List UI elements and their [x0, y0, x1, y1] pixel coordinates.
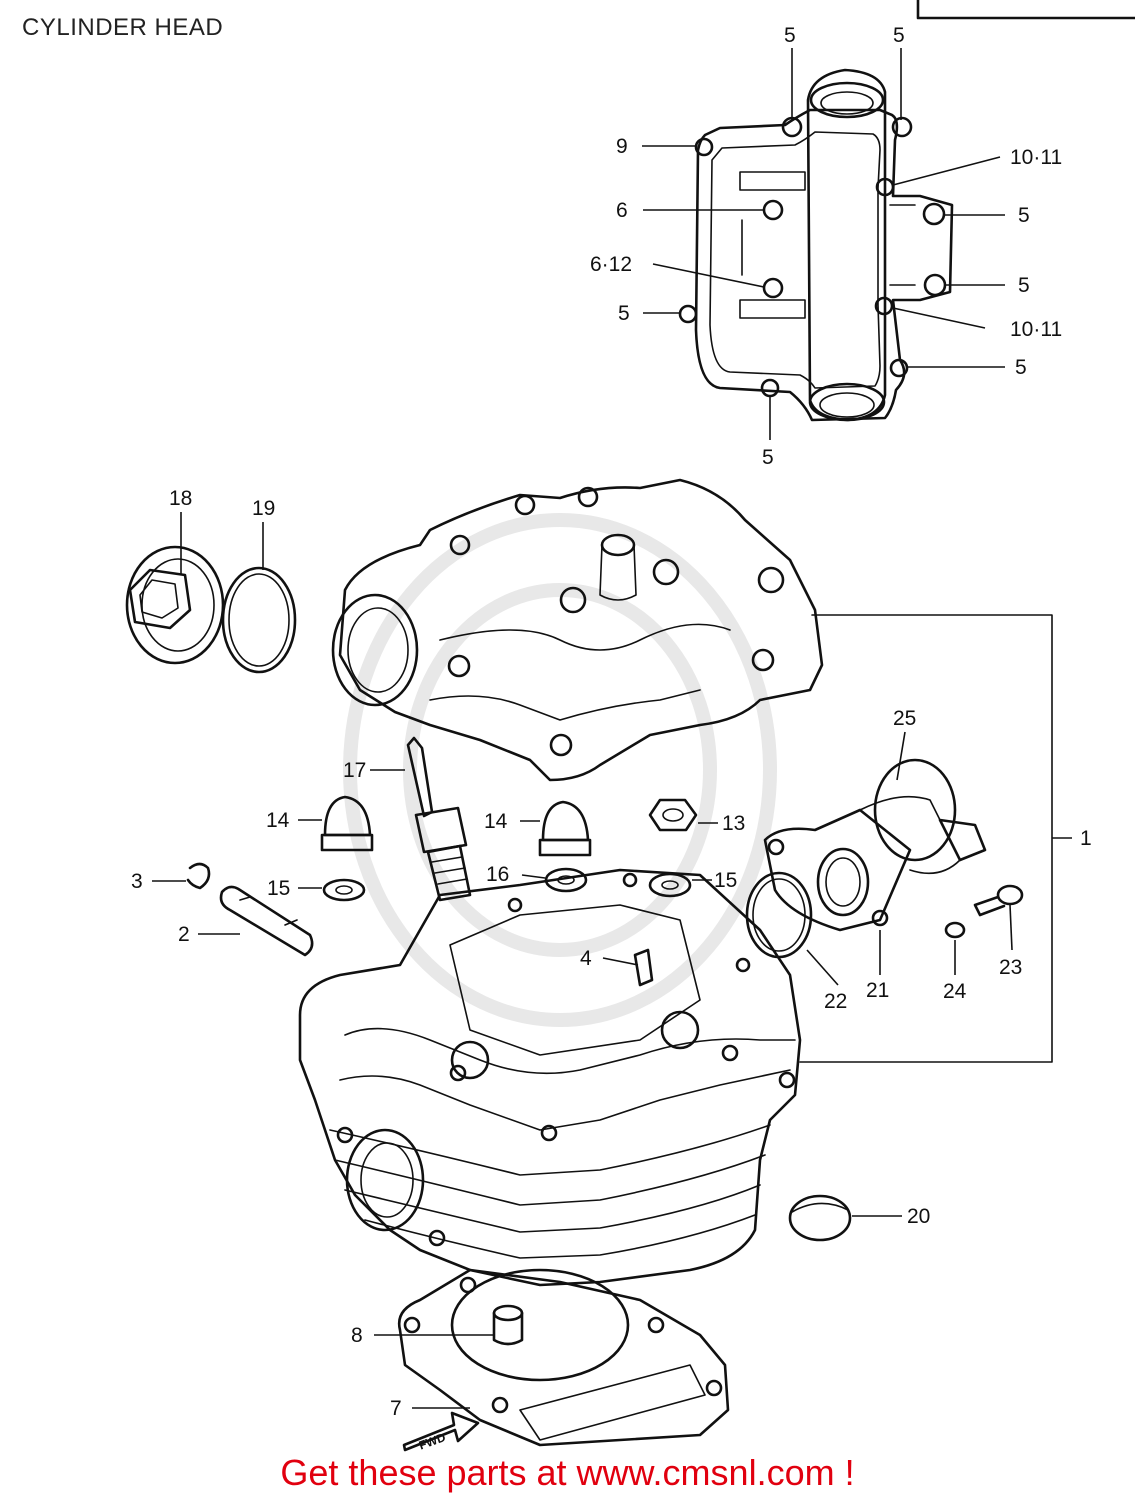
- callout-15: 15: [714, 869, 737, 892]
- callout-5: 5: [1015, 356, 1027, 379]
- dowel-pin: [492, 1304, 524, 1346]
- callout-20: 20: [907, 1205, 930, 1228]
- spark-plug: [406, 736, 472, 902]
- valve-guide-pin: [219, 885, 314, 957]
- callout-5: 5: [1018, 204, 1030, 227]
- cylinder-head: [298, 868, 802, 1287]
- watermark-logo: [343, 513, 777, 1027]
- hex-nut: [648, 798, 698, 832]
- cylinder-head-cover: [331, 478, 824, 782]
- fwd-label: FWD: [417, 1430, 448, 1453]
- forward-arrow-icon: FWD: [402, 1411, 480, 1453]
- intake-screw: [973, 884, 1024, 917]
- callout-9: 9: [616, 135, 628, 158]
- callout-3: 3: [131, 870, 143, 893]
- callout-25: 25: [893, 707, 916, 730]
- callout-6-12: 6·12: [590, 253, 632, 276]
- callout-19: 19: [252, 497, 275, 520]
- frame-corner: [916, 0, 1135, 20]
- callout-22: 22: [824, 990, 847, 1013]
- callout-4: 4: [580, 947, 592, 970]
- callout-1: 1: [1080, 827, 1092, 850]
- page-title: CYLINDER HEAD: [22, 14, 224, 41]
- circlip: [186, 862, 211, 890]
- leader-lines: [152, 48, 1072, 1409]
- intake-clamp: [873, 758, 987, 862]
- callout-21: 21: [866, 979, 889, 1002]
- callout-labels: 5 5 9 10·11 6 5 6·12 5 5 10·11 5 5 18 19…: [131, 24, 1092, 1420]
- callout-18: 18: [169, 487, 192, 510]
- cap-nut-right: [538, 800, 592, 857]
- callout-5: 5: [762, 446, 774, 469]
- callout-23: 23: [999, 956, 1022, 979]
- callout-6: 6: [616, 199, 628, 222]
- callout-24: 24: [943, 980, 967, 1003]
- callout-16: 16: [486, 863, 509, 886]
- valve-inspection-cap: [125, 545, 225, 665]
- callout-17: 17: [343, 759, 366, 782]
- callout-14: 14: [266, 809, 290, 832]
- callout-5: 5: [784, 24, 796, 47]
- callout-14: 14: [484, 810, 508, 833]
- washer-left-hole: [335, 885, 353, 895]
- washer-left: [322, 878, 366, 902]
- callout-10-11: 10·11: [1010, 318, 1062, 341]
- cap-nut-left: [320, 795, 374, 852]
- callout-5: 5: [893, 24, 905, 47]
- callout-15: 15: [267, 877, 290, 900]
- callout-8: 8: [351, 1324, 363, 1347]
- washer-right-hole: [661, 880, 679, 890]
- callout-13: 13: [722, 812, 745, 835]
- intake-washer: [944, 921, 966, 939]
- callout-10-11: 10·11: [1010, 146, 1062, 169]
- intake-pipe: [763, 795, 961, 932]
- parts-link-footer[interactable]: Get these parts at www.cmsnl.com !: [280, 1452, 855, 1493]
- head-gasket: [397, 1268, 730, 1447]
- callout-5: 5: [618, 302, 630, 325]
- hole-plug: [788, 1194, 852, 1242]
- callout-7: 7: [390, 1397, 402, 1420]
- callout-5: 5: [1018, 274, 1030, 297]
- o-ring: [221, 566, 297, 674]
- callout-2: 2: [178, 923, 190, 946]
